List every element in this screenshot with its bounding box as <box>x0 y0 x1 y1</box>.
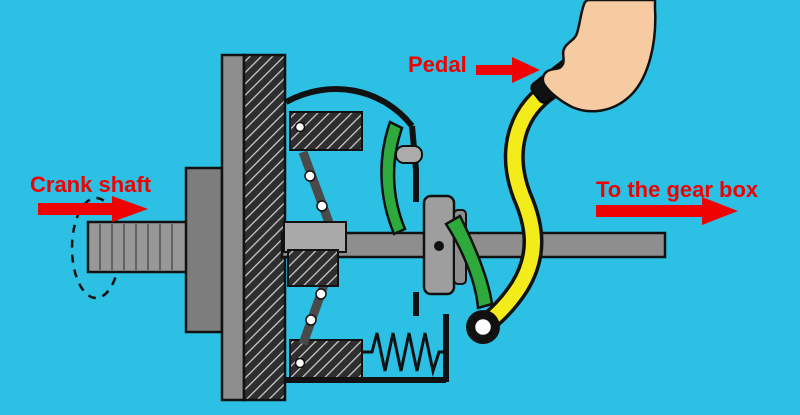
clutch-cover <box>284 86 449 383</box>
hub-section <box>287 249 339 287</box>
flywheel-section <box>242 53 287 402</box>
linkage-yellow <box>480 79 563 330</box>
clutch-fork <box>444 214 494 310</box>
crank-shaft-arrow <box>38 196 148 222</box>
engine-plate <box>184 166 224 334</box>
rivet <box>294 121 306 133</box>
rivet <box>316 200 328 212</box>
pedal-arrow <box>476 57 540 83</box>
clutch-hub <box>283 221 347 287</box>
crank-shaft-label: Crank shaft <box>30 172 152 197</box>
rivet <box>315 288 327 300</box>
pedal-label: Pedal <box>408 52 467 77</box>
hub-block <box>283 221 347 253</box>
return-spring <box>362 332 447 377</box>
rivet <box>294 357 306 369</box>
flywheel <box>220 53 287 402</box>
rivet <box>305 314 317 326</box>
rivet <box>304 170 316 182</box>
crank-shaft-splines <box>99 224 173 270</box>
fork-roller-center <box>473 317 493 337</box>
flywheel-rim <box>220 53 246 402</box>
pedal-linkage <box>476 75 567 334</box>
bearing-center-dot <box>434 241 444 251</box>
gearbox-label: To the gear box <box>596 177 759 202</box>
gearbox-arrow <box>596 197 738 225</box>
link-upper <box>298 150 336 230</box>
pressure-plate <box>289 111 363 379</box>
pivot-pin <box>395 145 423 164</box>
cover-right-upper <box>409 125 419 202</box>
cover-top-arc <box>284 86 415 128</box>
foot <box>541 0 657 113</box>
